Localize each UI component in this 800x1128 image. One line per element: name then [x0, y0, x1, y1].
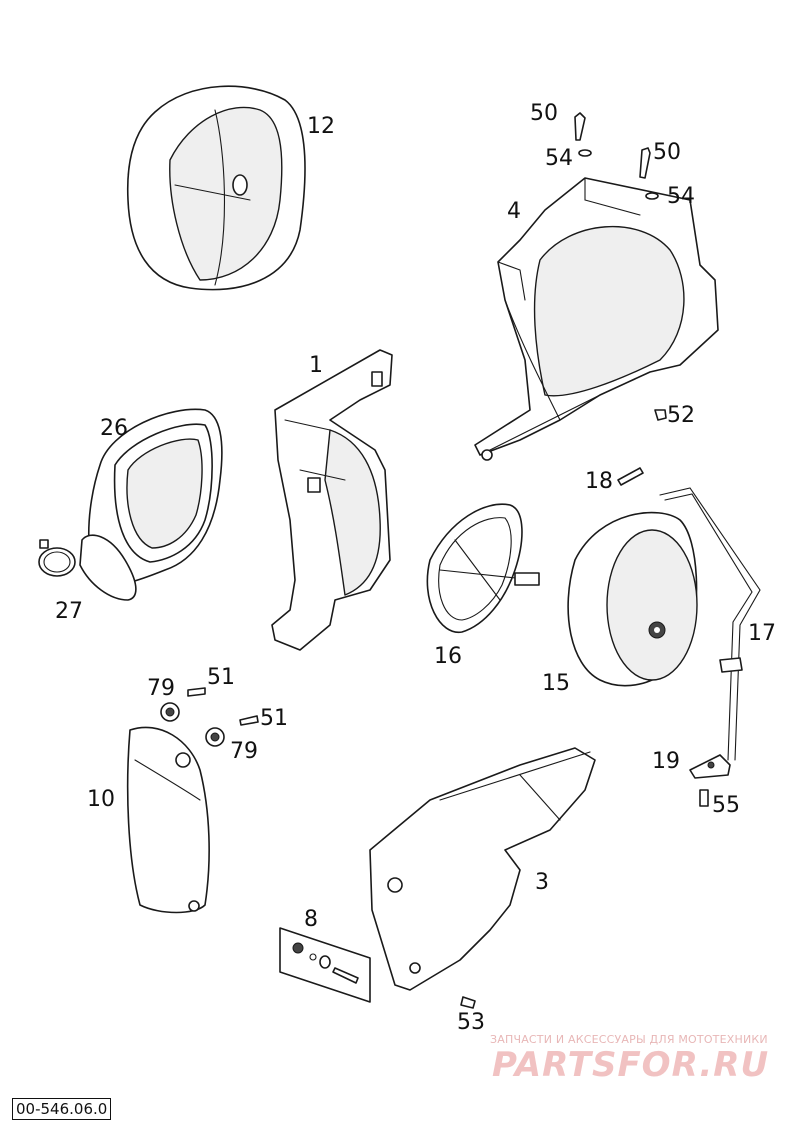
- label-part-19: 19: [652, 749, 680, 774]
- label-part-52: 52: [667, 403, 695, 428]
- label-part-79-a: 79: [147, 676, 175, 701]
- watermark-tagline: ЗАПЧАСТИ И АКСЕССУАРЫ ДЛЯ МОТОТЕХНИКИ: [490, 1033, 768, 1046]
- label-part-54-b: 54: [667, 184, 695, 209]
- part-4-filter-housing: [474, 177, 719, 461]
- part-27-hose-clamp: [38, 539, 76, 577]
- diagram-code: 00-546.06.0: [12, 1098, 112, 1120]
- part-19-mounting-plate: [689, 754, 731, 779]
- label-part-4: 4: [507, 199, 521, 224]
- part-79-grommet-b: [205, 727, 225, 747]
- part-79-grommet-a: [160, 702, 180, 722]
- label-part-16: 16: [434, 644, 462, 669]
- part-1-airbox-frame: [271, 349, 393, 651]
- label-part-51-a: 51: [207, 665, 235, 690]
- part-10-side-cover: [126, 726, 210, 914]
- label-part-3: 3: [535, 870, 549, 895]
- label-part-8: 8: [304, 907, 318, 932]
- part-16-filter-cage: [426, 503, 540, 633]
- watermark-logo: PARTSFOR.RU: [492, 1045, 770, 1085]
- part-17-bracket-rod: [659, 487, 761, 761]
- part-3-side-panel: [369, 747, 596, 991]
- part-50-bolt-a: [574, 112, 592, 157]
- label-part-50-b: 50: [653, 140, 681, 165]
- part-18-pin: [617, 467, 644, 486]
- label-part-15: 15: [542, 671, 570, 696]
- part-52-screw: [654, 409, 667, 421]
- label-part-17: 17: [748, 621, 776, 646]
- part-51-screw-a: [187, 687, 206, 697]
- part-15-filter-drum: [567, 511, 698, 687]
- label-part-51-b: 51: [260, 706, 288, 731]
- part-50-bolt-b: [639, 147, 659, 200]
- label-part-10: 10: [87, 787, 115, 812]
- label-part-50-a: 50: [530, 101, 558, 126]
- label-part-1: 1: [309, 353, 323, 378]
- label-part-18: 18: [585, 469, 613, 494]
- label-part-53: 53: [457, 1010, 485, 1035]
- label-part-26: 26: [100, 416, 128, 441]
- part-53-screw: [460, 996, 476, 1009]
- label-part-55: 55: [712, 793, 740, 818]
- part-12-filter-cover: [126, 85, 306, 291]
- label-part-54-a: 54: [545, 146, 573, 171]
- label-part-79-b: 79: [230, 739, 258, 764]
- part-55-screw: [699, 789, 709, 807]
- part-8-fastener-kit: [279, 927, 371, 1003]
- label-part-12: 12: [307, 114, 335, 139]
- label-part-27: 27: [55, 599, 83, 624]
- part-26-filter-element: [79, 408, 223, 601]
- part-51-screw-b: [239, 715, 259, 726]
